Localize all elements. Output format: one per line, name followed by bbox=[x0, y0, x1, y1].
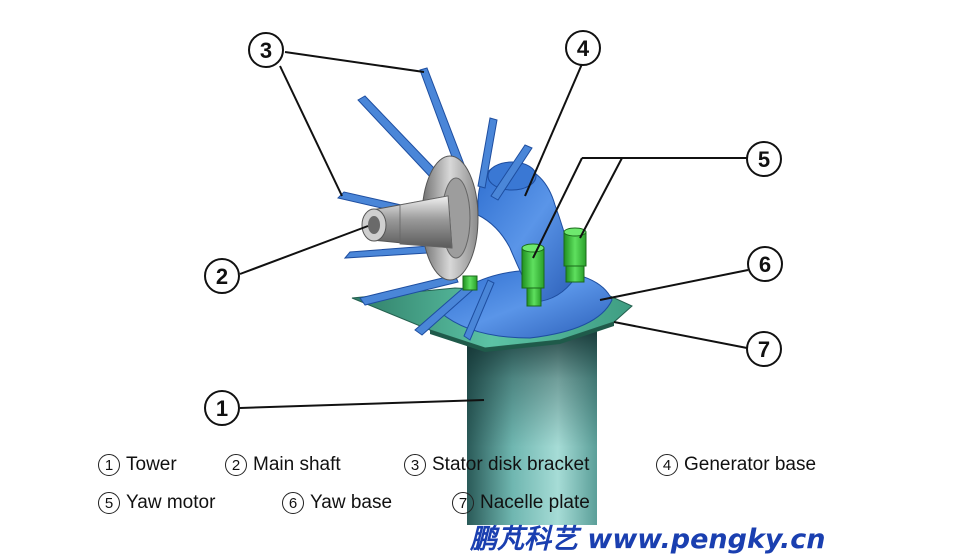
main-shaft bbox=[361, 195, 453, 249]
callout-7: 7 bbox=[746, 331, 782, 367]
svg-text:4: 4 bbox=[577, 36, 590, 61]
callout-5: 5 bbox=[746, 141, 782, 177]
svg-text:2: 2 bbox=[216, 264, 228, 289]
legend-generator-base: 4 Generator base bbox=[656, 449, 816, 481]
callout-3: 3 bbox=[248, 32, 284, 68]
svg-text:5: 5 bbox=[758, 147, 770, 172]
callout-1: 1 bbox=[204, 390, 240, 426]
legend-main-shaft: 2 Main shaft bbox=[225, 449, 341, 481]
legend-row-1: 1 Tower 2 Main shaft 3 Stator disk brack… bbox=[0, 449, 960, 481]
yaw-base bbox=[439, 269, 613, 339]
legend-yaw-base: 6 Yaw base bbox=[282, 487, 392, 519]
legend-tower: 1 Tower bbox=[98, 449, 177, 481]
svg-text:7: 7 bbox=[758, 337, 770, 362]
callout-6: 6 bbox=[747, 246, 783, 282]
svg-text:1: 1 bbox=[216, 396, 228, 421]
svg-text:6: 6 bbox=[759, 252, 771, 277]
watermark-text: 鹏芃科艺 www.pengky.cn bbox=[470, 523, 826, 555]
svg-text:3: 3 bbox=[260, 38, 272, 63]
legend-nacelle-plate: 7 Nacelle plate bbox=[452, 487, 590, 519]
leader-lines bbox=[239, 51, 749, 409]
callout-2: 2 bbox=[204, 258, 240, 294]
tower bbox=[467, 330, 597, 525]
legend-yaw-motor: 5 Yaw motor bbox=[98, 487, 215, 519]
legend-stator-disk-bracket: 3 Stator disk bracket bbox=[404, 449, 589, 481]
yaw-motors bbox=[462, 227, 587, 307]
legend-row-2: 5 Yaw motor 6 Yaw base 7 Nacelle plate bbox=[0, 487, 960, 519]
callout-4: 4 bbox=[565, 30, 601, 66]
